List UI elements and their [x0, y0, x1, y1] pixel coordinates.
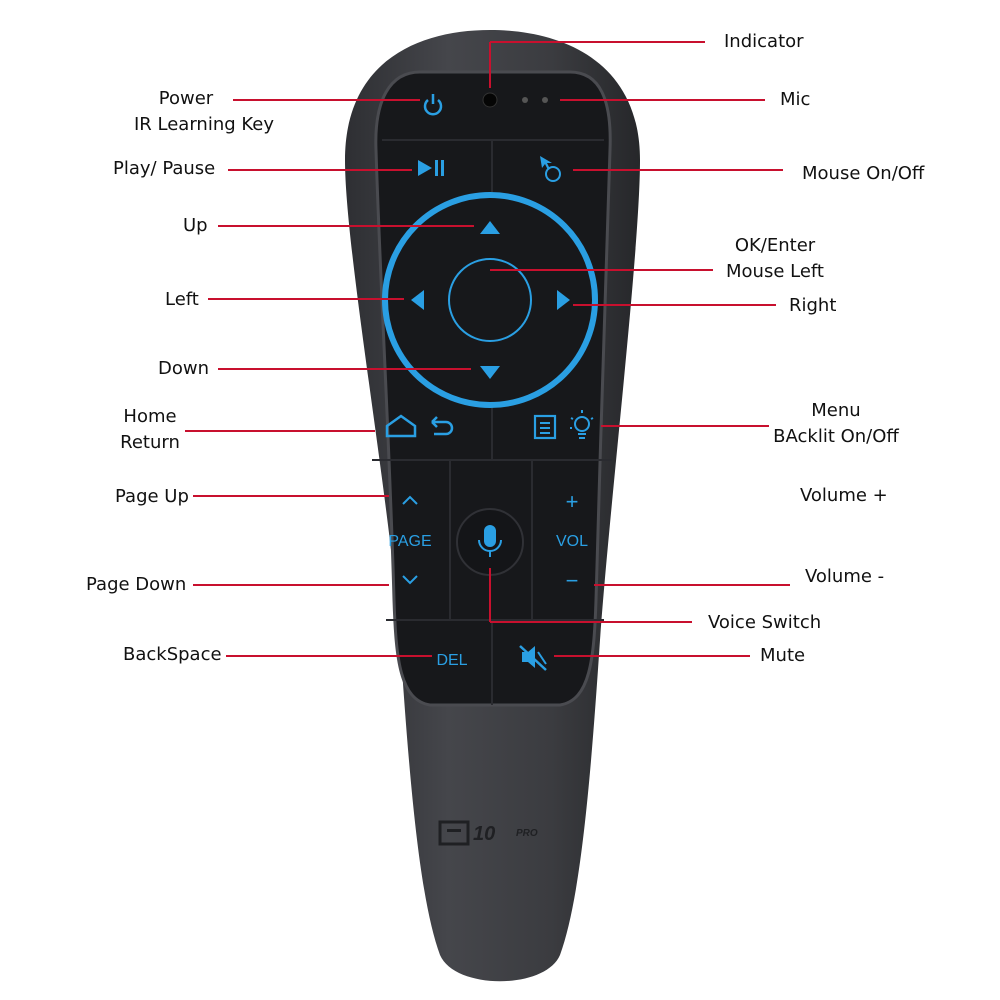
- up-arrow[interactable]: [480, 221, 500, 234]
- ok-button[interactable]: [448, 258, 532, 342]
- label-left: Left: [165, 289, 199, 310]
- label-volume-minus: Volume -: [805, 566, 885, 587]
- mouse-cursor-icon: [540, 156, 561, 182]
- chevron-up-icon: [402, 495, 418, 505]
- volume-minus-button[interactable]: −: [566, 568, 579, 593]
- page-text: PAGE: [388, 533, 431, 550]
- label-menu-group: Menu BAcklit On/Off: [768, 398, 904, 450]
- label-page-up: Page Up: [115, 486, 189, 507]
- label-down: Down: [158, 358, 210, 379]
- label-mouse-left: Mouse Left: [726, 261, 824, 282]
- home-button[interactable]: [385, 414, 417, 438]
- label-menu: Menu: [811, 400, 861, 421]
- label-power-group: Power IR Learning Key: [132, 86, 276, 138]
- menu-icon: [533, 414, 557, 440]
- volume-plus-button[interactable]: +: [566, 489, 579, 514]
- mute-icon: [519, 645, 547, 671]
- label-home: Home: [123, 406, 177, 427]
- vol-text: VOL: [556, 533, 588, 550]
- label-ok-group: OK/Enter Mouse Left: [716, 233, 834, 285]
- indicator-led: [482, 92, 498, 108]
- brand-number: 10: [473, 823, 495, 845]
- home-icon: [385, 414, 417, 438]
- leader-lines: [185, 41, 790, 657]
- label-mic: Mic: [780, 89, 811, 110]
- down-arrow[interactable]: [480, 366, 500, 379]
- label-indicator: Indicator: [724, 31, 804, 52]
- backlight-bulb-icon: [570, 410, 594, 439]
- panel-separators: [372, 139, 612, 705]
- label-play-pause: Play/ Pause: [113, 158, 216, 179]
- label-right: Right: [789, 295, 837, 316]
- label-return: Return: [120, 432, 180, 453]
- mute-button[interactable]: [519, 645, 547, 671]
- mouse-button[interactable]: [540, 156, 561, 182]
- page-down-button[interactable]: [402, 575, 418, 585]
- brand-logo: 10 PRO: [438, 820, 538, 846]
- label-mouse-on-off: Mouse On/Off: [802, 163, 925, 184]
- label-page-down: Page Down: [86, 574, 187, 595]
- power-button[interactable]: [423, 94, 443, 116]
- backlight-button[interactable]: [570, 410, 594, 439]
- microphone-icon: [478, 525, 502, 557]
- play-pause-icon: [418, 160, 444, 176]
- power-icon: [423, 94, 443, 116]
- del-button[interactable]: DEL: [436, 652, 467, 669]
- return-button[interactable]: [431, 416, 454, 436]
- menu-button[interactable]: [533, 414, 557, 440]
- label-ir-learning: IR Learning Key: [133, 114, 275, 135]
- mic-hole-2: [542, 97, 548, 103]
- chevron-down-icon: [402, 575, 418, 585]
- label-volume-plus: Volume +: [800, 485, 888, 506]
- label-mute: Mute: [760, 645, 806, 666]
- return-icon: [431, 416, 454, 436]
- right-arrow[interactable]: [557, 290, 570, 310]
- label-up: Up: [183, 215, 208, 236]
- label-ok-enter: OK/Enter: [734, 235, 816, 256]
- brand-suffix: PRO: [516, 828, 538, 839]
- label-home-group: Home Return: [110, 404, 190, 456]
- label-voice-switch: Voice Switch: [708, 612, 822, 633]
- label-backlit: BAcklit On/Off: [773, 426, 899, 447]
- left-arrow[interactable]: [411, 290, 424, 310]
- mic-hole-1: [522, 97, 528, 103]
- label-backspace: BackSpace: [123, 644, 222, 665]
- label-power: Power: [158, 88, 214, 109]
- page-up-button[interactable]: [402, 495, 418, 505]
- play-pause-button[interactable]: [418, 160, 444, 176]
